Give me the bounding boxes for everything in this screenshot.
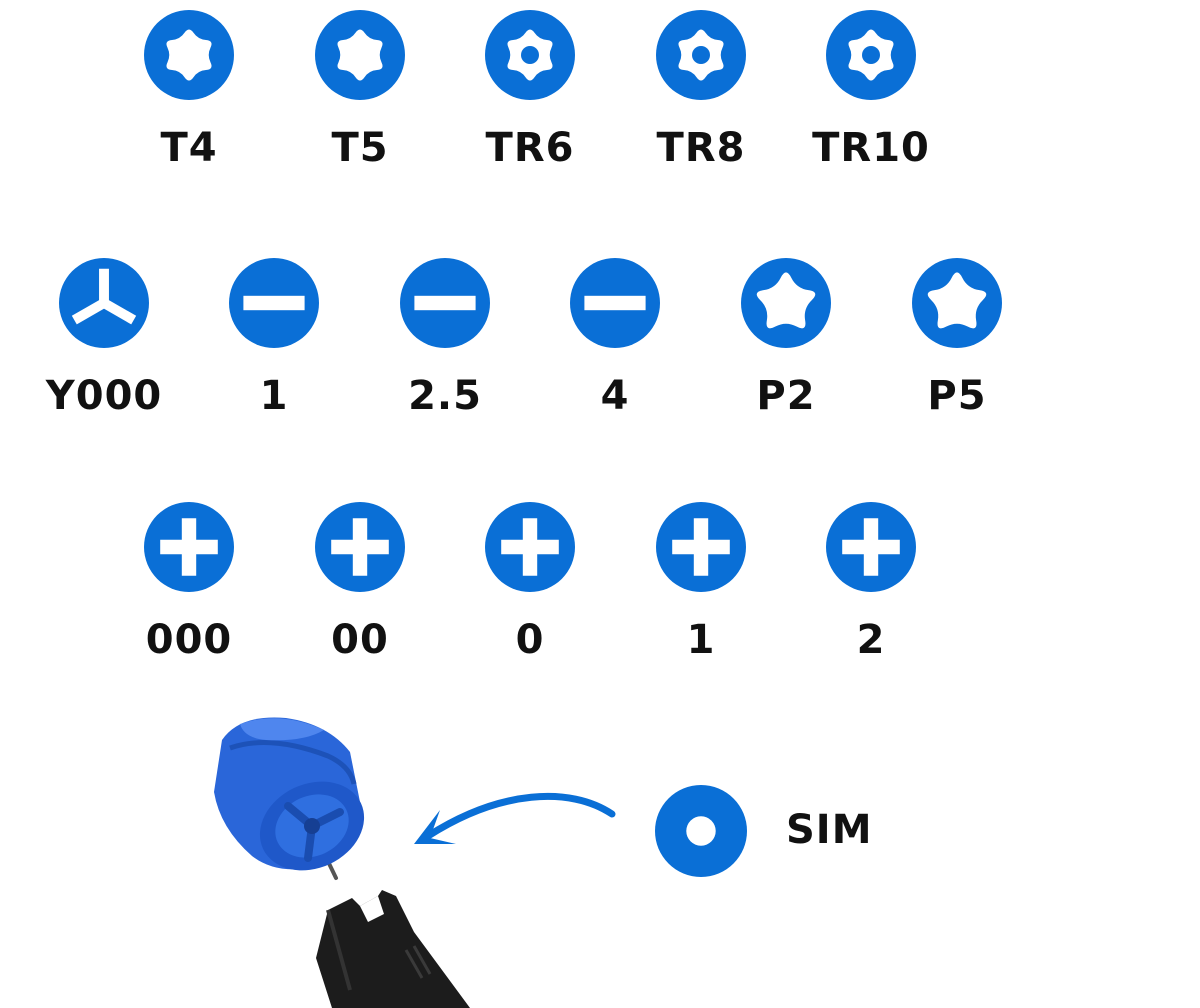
bit-T4: T4 — [99, 10, 279, 190]
torx-security-icon — [485, 10, 575, 100]
phillips-icon — [315, 502, 405, 592]
bit-phillips-00: 00 — [270, 502, 450, 682]
bit-flat-4: 4 — [525, 258, 705, 438]
phillips-icon — [144, 502, 234, 592]
flathead-icon — [229, 258, 319, 348]
pentalobe-icon — [912, 258, 1002, 348]
bit-label: P2 — [756, 373, 816, 419]
bit-flat-1: 1 — [184, 258, 364, 438]
phillips-icon — [826, 502, 916, 592]
bit-label: TR6 — [485, 125, 575, 171]
bit-label: P5 — [927, 373, 987, 419]
bit-phillips-0: 0 — [440, 502, 620, 682]
bit-phillips-000: 000 — [99, 502, 279, 682]
bit-Y000: Y000 — [14, 258, 194, 438]
bit-label: 1 — [686, 617, 716, 663]
bit-P5: P5 — [867, 258, 1047, 438]
bit-label: 4 — [600, 373, 630, 419]
sim-eject-icon — [655, 785, 747, 877]
torx-security-icon — [656, 10, 746, 100]
curved-arrow-icon — [414, 792, 616, 844]
bit-label: T4 — [160, 125, 218, 171]
bit-phillips-1: 1 — [611, 502, 791, 682]
bit-label: T5 — [331, 125, 389, 171]
bit-P2: P2 — [696, 258, 876, 438]
flathead-icon — [570, 258, 660, 348]
tri-wing-icon — [59, 258, 149, 348]
bit-phillips-2: 2 — [781, 502, 961, 682]
bit-label: TR10 — [812, 125, 930, 171]
pentalobe-icon — [741, 258, 831, 348]
bit-label: TR8 — [656, 125, 746, 171]
bit-label: 2 — [856, 617, 886, 663]
bit-flat-2-5: 2.5 — [355, 258, 535, 438]
torx-icon — [315, 10, 405, 100]
screwdriver-cap-icon — [214, 717, 470, 1008]
bit-TR8: TR8 — [611, 10, 791, 190]
bit-label: 2.5 — [408, 373, 482, 419]
bit-TR6: TR6 — [440, 10, 620, 190]
phillips-icon — [485, 502, 575, 592]
bit-label: 1 — [259, 373, 289, 419]
bit-label: Y000 — [45, 373, 163, 419]
flathead-icon — [400, 258, 490, 348]
phillips-icon — [656, 502, 746, 592]
bit-label: 000 — [145, 617, 233, 663]
sim-label: SIM — [786, 807, 873, 853]
bit-label: 0 — [515, 617, 545, 663]
torx-security-icon — [826, 10, 916, 100]
torx-icon — [144, 10, 234, 100]
bit-label: 00 — [331, 617, 389, 663]
bit-TR10: TR10 — [781, 10, 961, 190]
bit-T5: T5 — [270, 10, 450, 190]
